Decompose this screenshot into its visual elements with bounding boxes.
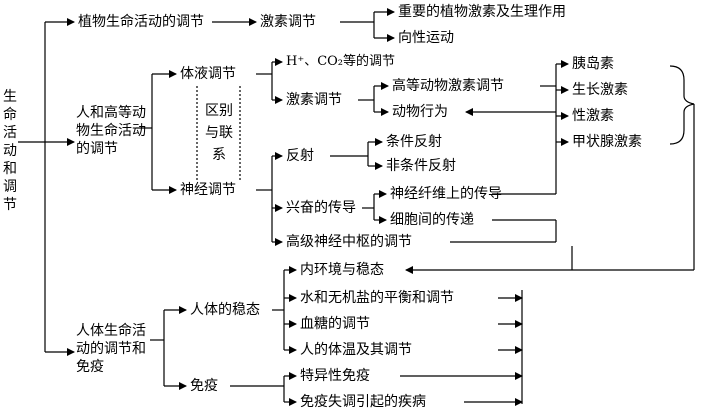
node-humoral-regulation: 体液调节 bbox=[180, 66, 236, 82]
node-intercellular-transmission: 细胞间的传递 bbox=[390, 212, 474, 228]
node-animal-behavior: 动物行为 bbox=[392, 104, 448, 120]
node-higher-animal-hormone: 高等动物激素调节 bbox=[392, 78, 504, 94]
node-specific-immunity: 特异性免疫 bbox=[300, 368, 370, 384]
node-excitation-conduction: 兴奋的传导 bbox=[286, 200, 356, 216]
node-blood-sugar: 血糖的调节 bbox=[300, 316, 370, 332]
node-immunity: 免疫 bbox=[190, 378, 218, 394]
node-insulin: 胰岛素 bbox=[572, 56, 614, 72]
node-water-salt: 水和无机盐的平衡和调节 bbox=[300, 290, 454, 306]
node-homeostasis: 人体的稳态 bbox=[190, 302, 260, 318]
node-thyroxine: 甲状腺激素 bbox=[572, 134, 642, 150]
node-co2-regulation: H⁺、CO₂等的调节 bbox=[286, 54, 396, 69]
node-plant-hormone-regulation: 激素调节 bbox=[260, 14, 316, 30]
node-internal-env: 内环境与稳态 bbox=[300, 262, 384, 278]
node-phototropism: 向性运动 bbox=[398, 30, 454, 46]
node-nerve-fiber-conduction: 神经纤维上的传导 bbox=[390, 186, 502, 202]
node-conditioned-reflex: 条件反射 bbox=[386, 134, 442, 150]
node-animal-regulation: 人和高等动物生命活动的调节 bbox=[76, 105, 146, 157]
node-sex-hormone: 性激素 bbox=[572, 108, 614, 124]
node-plant-regulation: 植物生命活动的调节 bbox=[78, 14, 204, 30]
node-animal-hormone-regulation: 激素调节 bbox=[286, 92, 342, 108]
node-reflex: 反射 bbox=[286, 148, 314, 164]
node-growth-hormone: 生长激素 bbox=[572, 82, 628, 98]
node-human-regulation-immunity: 人体生命活动的调节和免疫 bbox=[76, 323, 146, 375]
node-diff-relation: 区别与联系 bbox=[205, 103, 233, 163]
node-neural-regulation: 神经调节 bbox=[180, 182, 236, 198]
root-label: 生命活动和调节 bbox=[3, 89, 17, 213]
node-immune-disorders: 免疫失调引起的疾病 bbox=[300, 394, 426, 410]
node-plant-hormones-functions: 重要的植物激素及生理作用 bbox=[398, 4, 566, 20]
node-unconditioned-reflex: 非条件反射 bbox=[386, 158, 456, 174]
node-body-temp: 人的体温及其调节 bbox=[300, 342, 412, 358]
node-higher-center: 高级神经中枢的调节 bbox=[286, 234, 412, 250]
